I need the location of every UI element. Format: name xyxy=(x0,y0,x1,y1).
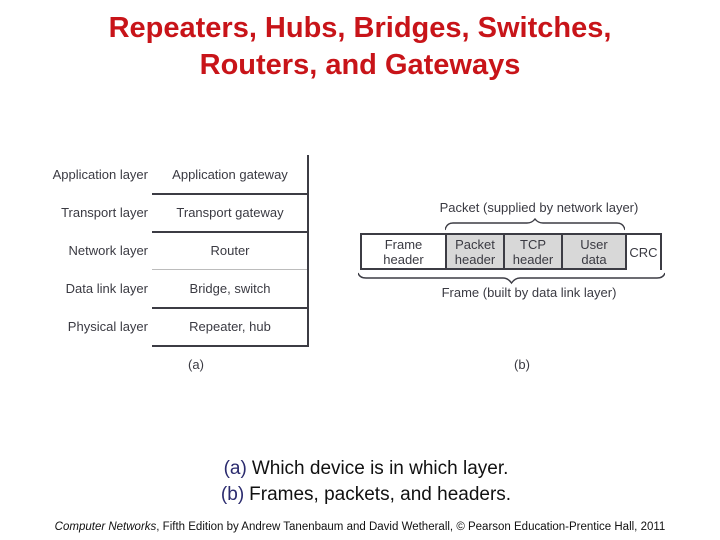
field-text: Packet xyxy=(455,236,495,252)
attribution: Computer Networks, Fifth Edition by Andr… xyxy=(0,521,720,533)
field-packet-header: Packet header xyxy=(445,233,503,270)
field-frame-header: Frame header xyxy=(360,233,445,270)
field-text: CRC xyxy=(629,245,658,260)
slide-title: Repeaters, Hubs, Bridges, Switches, Rout… xyxy=(0,10,720,84)
device-cell: Bridge, switch xyxy=(189,280,271,296)
caption-a-prefix: (a) xyxy=(223,458,247,479)
device-cell: Router xyxy=(210,242,250,258)
figure-b-label: (b) xyxy=(514,357,530,372)
caption-b-text: Frames, packets, and headers. xyxy=(249,484,512,505)
row-separator-faint xyxy=(152,269,308,270)
field-text: Frame xyxy=(384,236,423,252)
field-text: data xyxy=(581,251,607,267)
layer-label: Data link layer xyxy=(65,280,148,296)
layer-label: Transport layer xyxy=(61,204,148,220)
stack-right-border xyxy=(307,155,309,347)
attribution-rest: , Fifth Edition by Andrew Tanenbaum and … xyxy=(156,521,666,533)
layer-label: Physical layer xyxy=(67,318,148,334)
caption-a-text: Which device is in which layer. xyxy=(251,458,509,479)
field-crc: CRC xyxy=(625,233,662,270)
field-text: header xyxy=(512,251,554,267)
packet-label: Packet (supplied by network layer) xyxy=(439,200,639,215)
field-tcp-header: TCP header xyxy=(503,233,561,270)
caption-line2: (b)Frames, packets, and headers. xyxy=(16,482,716,508)
attribution-book-title: Computer Networks xyxy=(54,521,157,533)
figure-a-label: (a) xyxy=(188,357,204,372)
slide-title-line2: Routers, and Gateways xyxy=(199,49,521,81)
row-separator xyxy=(152,307,308,309)
field-text: User xyxy=(580,236,608,252)
field-user-data: User data xyxy=(561,233,625,270)
frame-underbrace xyxy=(358,272,665,285)
layer-label: Application layer xyxy=(52,166,148,182)
layer-label: Network layer xyxy=(68,242,148,258)
device-cell: Repeater, hub xyxy=(189,318,271,334)
row-separator xyxy=(152,193,308,195)
packet-overbrace xyxy=(445,218,625,231)
caption-b-prefix: (b) xyxy=(220,484,245,505)
device-cell: Transport gateway xyxy=(176,204,284,220)
row-separator xyxy=(152,231,308,233)
row-separator xyxy=(152,345,308,347)
field-text: header xyxy=(454,251,496,267)
field-text: header xyxy=(383,251,424,267)
device-cell: Application gateway xyxy=(172,166,288,182)
caption-line1: (a)Which device is in which layer. xyxy=(16,456,716,482)
slide-title-line1: Repeaters, Hubs, Bridges, Switches, xyxy=(108,12,612,44)
field-text: TCP xyxy=(520,236,546,252)
frame-label: Frame (built by data link layer) xyxy=(441,285,617,300)
caption: (a)Which device is in which layer. (b)Fr… xyxy=(16,456,716,508)
